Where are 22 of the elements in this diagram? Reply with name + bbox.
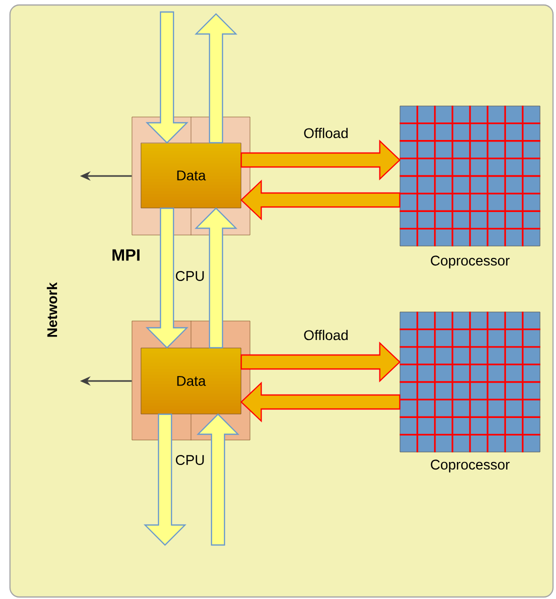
block-arrow bbox=[194, 13, 238, 144]
mpi-label: MPI bbox=[112, 249, 140, 261]
block-arrow bbox=[146, 11, 188, 144]
block-arrow bbox=[240, 140, 401, 180]
edge-label: Offload bbox=[302, 328, 350, 342]
cpu-label: CPU bbox=[176, 455, 204, 465]
cpu-label: CPU bbox=[176, 271, 204, 281]
block-arrow bbox=[196, 413, 240, 546]
edge-label: Offload bbox=[302, 126, 350, 140]
data-box: Data bbox=[140, 348, 242, 414]
coprocessor-grid bbox=[400, 106, 540, 246]
block-arrow bbox=[240, 342, 401, 382]
block-arrow bbox=[146, 208, 188, 349]
block-arrow bbox=[194, 207, 238, 348]
coprocessor-grid bbox=[400, 312, 540, 452]
block-arrow bbox=[144, 414, 186, 546]
panel-title: Network bbox=[46, 282, 58, 337]
block-arrow bbox=[240, 180, 400, 220]
coprocessor-label: Coprocessor bbox=[430, 460, 510, 472]
block-arrow bbox=[240, 382, 400, 422]
coprocessor-label: Coprocessor bbox=[430, 256, 510, 268]
data-box: Data bbox=[140, 142, 242, 208]
